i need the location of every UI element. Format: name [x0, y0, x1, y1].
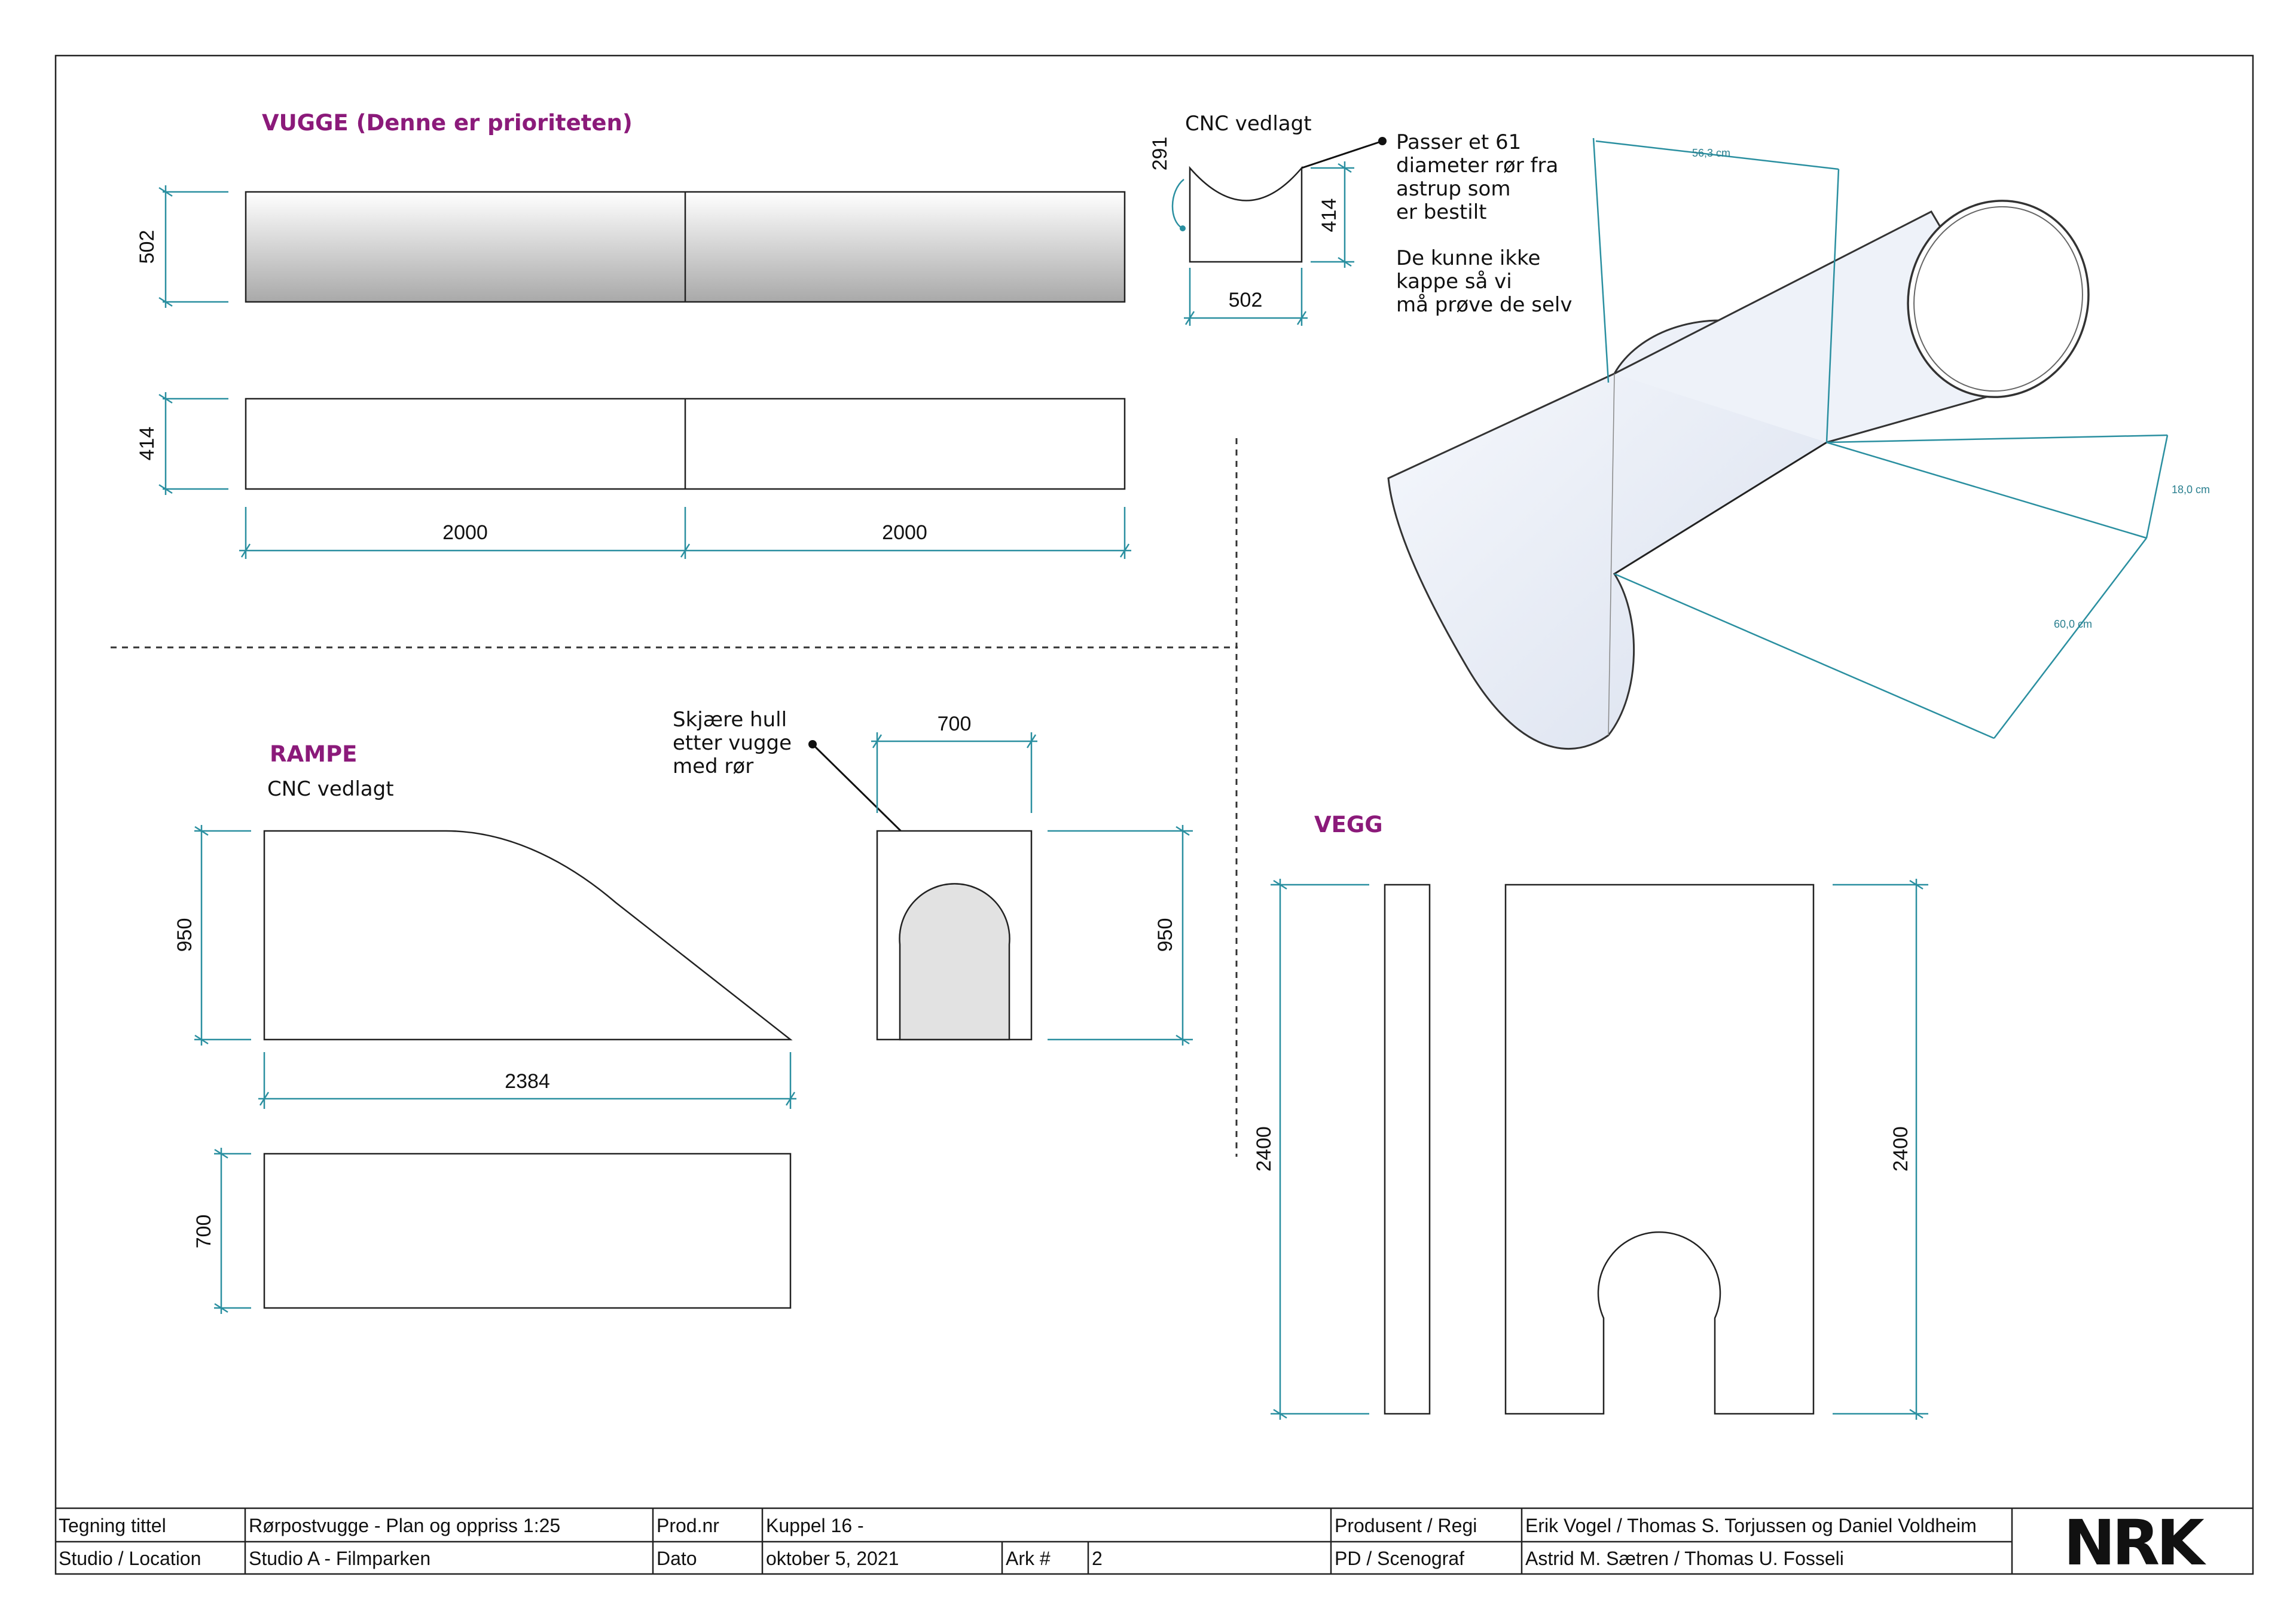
dim-line-291 [1171, 179, 1184, 230]
svg-text:Passer et 61: Passer et 61 [1396, 130, 1521, 154]
dim-vegg-height-right: 2400 [1889, 1126, 1912, 1172]
rampe-plan-view [263, 1153, 792, 1309]
dim-profile-height: 414 [1318, 198, 1341, 233]
svg-text:astrup som: astrup som [1396, 177, 1510, 201]
iso-dim-line-a [1595, 140, 1839, 170]
tb-prodnr-value: Kuppel 16 - [766, 1515, 864, 1536]
vegg-side-view [1384, 884, 1431, 1415]
svg-text:er bestilt: er bestilt [1396, 200, 1486, 224]
iso-pipe-end-outer [1907, 200, 2090, 398]
dim-vugge-depth: 414 [136, 427, 158, 461]
tb-tegning-value: Rørpostvugge - Plan og oppriss 1:25 [249, 1515, 560, 1536]
tb-studio-value: Studio A - Filmparken [249, 1548, 430, 1569]
dim-vugge-length-right: 2000 [882, 521, 927, 544]
tb-produsent-value: Erik Vogel / Thomas S. Torjussen og Dani… [1525, 1515, 1977, 1536]
tb-studio-label: Studio / Location [59, 1548, 201, 1569]
rampe-note: Skjære hull etter vugge med rør [673, 708, 792, 778]
rampe-cnc-label: CNC vedlagt [267, 777, 394, 801]
tb-pd-label: PD / Scenograf [1335, 1548, 1464, 1569]
iso-pipe-view: 56,3 cm 18,0 cm 60,0 cm [1387, 137, 2210, 750]
rampe-pipe-cutout [899, 883, 1010, 1041]
rampe-section: RAMPE CNC vedlagt 950 2384 700 Skjære hu… [173, 708, 1193, 1314]
tb-tegning-label: Tegning tittel [59, 1515, 166, 1536]
iso-dim-line-c [1993, 537, 2147, 739]
dim-vugge-height: 502 [136, 230, 158, 264]
vegg-section: VEGG 2400 2400 [1253, 812, 1928, 1420]
dim-rampe-height: 950 [173, 918, 196, 952]
svg-text:må prøve de selv: må prøve de selv [1396, 293, 1572, 317]
dim-rampe-length: 2384 [505, 1070, 550, 1093]
svg-text:diameter rør fra: diameter rør fra [1396, 154, 1558, 178]
dim-rampe-depth: 700 [193, 1215, 215, 1249]
dim-profile-curve: 291 [1149, 137, 1171, 171]
tb-prodnr-label: Prod.nr [657, 1515, 719, 1536]
svg-text:med rør: med rør [673, 754, 753, 778]
dim-vugge-length-left: 2000 [442, 521, 488, 544]
dim-front-width: 700 [938, 713, 972, 735]
rampe-title: RAMPE [270, 741, 357, 767]
iso-dim-line-b [2145, 435, 2169, 539]
iso-pipe-end-inner [1913, 206, 2083, 392]
vugge-section: VUGGE (Denne er prioriteten) 502 414 200… [136, 110, 1131, 559]
profile-note: Passer et 61 diameter rør fra astrup som… [1396, 130, 1572, 317]
dim-profile-width: 502 [1229, 289, 1263, 311]
profile-cnc-label: CNC vedlagt [1185, 112, 1312, 136]
sheet-border [54, 54, 2254, 1575]
tb-produsent-label: Produsent / Regi [1335, 1515, 1477, 1536]
vegg-front-view [1504, 884, 1815, 1415]
rampe-side-view [263, 830, 793, 1041]
tb-pd-value: Astrid M. Sætren / Thomas U. Fosseli [1525, 1548, 1844, 1569]
dim-front-height: 950 [1154, 918, 1177, 952]
vugge-title: VUGGE (Denne er prioriteten) [262, 110, 633, 136]
iso-dim-b: 18,0 cm [2172, 484, 2210, 496]
svg-text:etter vugge: etter vugge [673, 731, 792, 755]
tb-dato-value: oktober 5, 2021 [766, 1548, 899, 1569]
rampe-leader [811, 743, 917, 847]
tb-ark-label: Ark # [1006, 1548, 1051, 1569]
title-block: Tegning tittel Rørpostvugge - Plan og op… [56, 1506, 2253, 1579]
vegg-title: VEGG [1314, 812, 1383, 838]
tb-dato-label: Dato [657, 1548, 697, 1569]
profile-section: CNC vedlagt 291 414 502 Passer et 61 dia… [1149, 112, 1572, 326]
dim-vegg-height-left: 2400 [1253, 1126, 1275, 1172]
svg-text:Skjære hull: Skjære hull [673, 708, 787, 732]
svg-text:De kunne ikke: De kunne ikke [1396, 246, 1540, 270]
iso-dim-a: 56,3 cm [1692, 147, 1730, 159]
tb-ark-value: 2 [1092, 1548, 1103, 1569]
iso-dim-c: 60,0 cm [2054, 618, 2092, 630]
profile-shape [1189, 166, 1303, 263]
profile-leader [1301, 140, 1383, 169]
svg-text:kappe så vi: kappe så vi [1396, 270, 1512, 294]
nrk-logo: NRK [2063, 1506, 2206, 1579]
